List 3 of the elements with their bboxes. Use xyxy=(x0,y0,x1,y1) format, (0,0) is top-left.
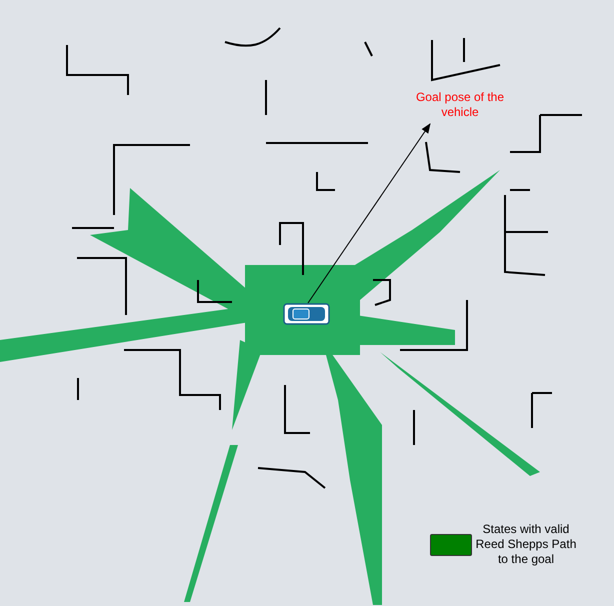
arrow xyxy=(308,123,431,304)
legend-label: States with valid Reed Shepps Path to the goal xyxy=(474,522,578,567)
goal-label: Goal pose of the vehicle xyxy=(414,90,506,120)
